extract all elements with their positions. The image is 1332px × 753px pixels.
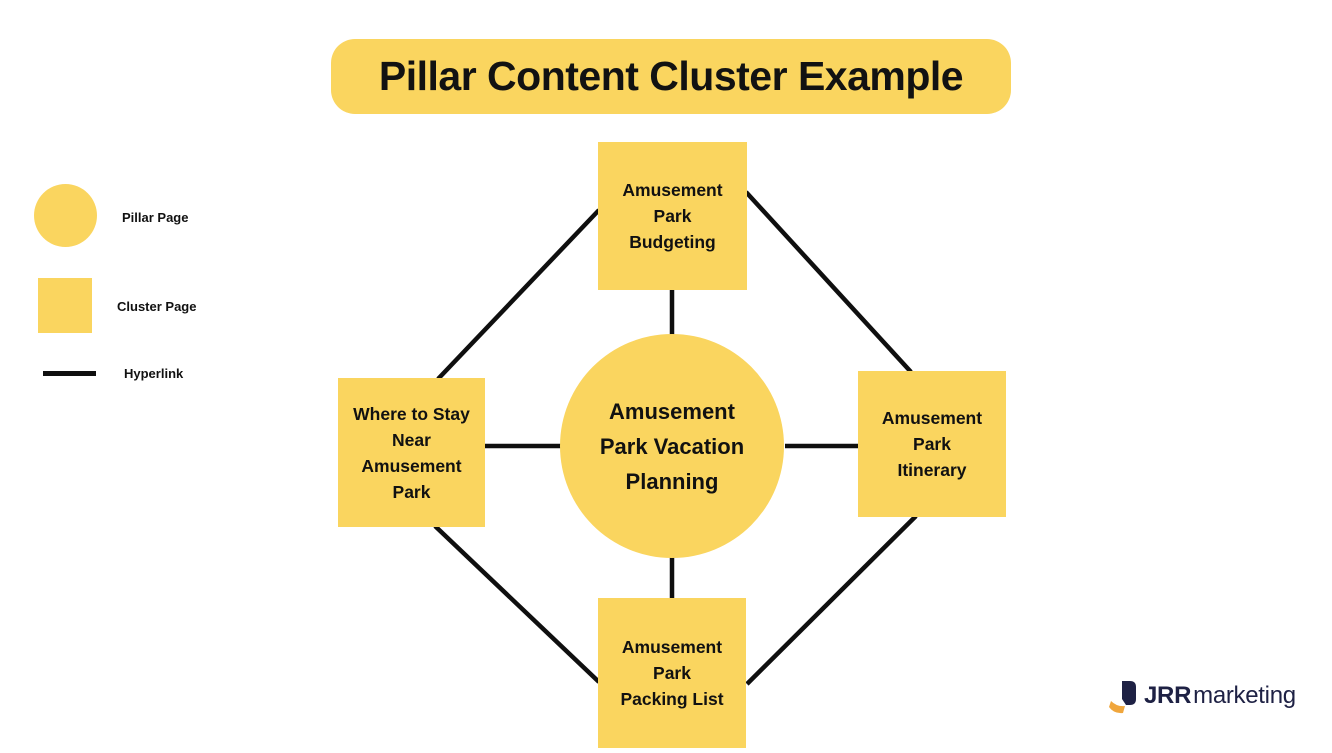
- cluster-node-itinerary: Amusement Park Itinerary: [858, 371, 1006, 517]
- legend-cluster-square-icon: [38, 278, 92, 333]
- legend-label-hyperlink: Hyperlink: [124, 366, 184, 381]
- link-left-to-bottom: [433, 524, 601, 684]
- legend-label-pillar-page: Pillar Page: [122, 210, 189, 225]
- pillar-page-node: Amusement Park Vacation Planning: [560, 334, 784, 558]
- legend-pillar-circle-icon: [34, 184, 97, 247]
- page-title: Pillar Content Cluster Example: [331, 39, 1011, 114]
- jrr-logo-icon: [1109, 681, 1136, 714]
- logo-text-marketing: marketing: [1193, 682, 1296, 709]
- link-right-to-bottom: [745, 514, 918, 686]
- legend-hyperlink-line-icon: [43, 371, 96, 376]
- jrr-marketing-logo: JRRmarketing: [1108, 678, 1296, 714]
- jrr-logo-text: JRRmarketing: [1144, 682, 1296, 710]
- link-top-to-right: [744, 190, 913, 374]
- cluster-node-where-to-stay: Where to Stay Near Amusement Park: [338, 378, 485, 527]
- cluster-node-packing-list: Amusement Park Packing List: [598, 598, 746, 748]
- cluster-node-budgeting: Amusement Park Budgeting: [598, 142, 747, 290]
- logo-text-jrr: JRR: [1144, 682, 1192, 709]
- legend-label-cluster-page: Cluster Page: [117, 299, 197, 314]
- link-left-to-top: [436, 208, 601, 381]
